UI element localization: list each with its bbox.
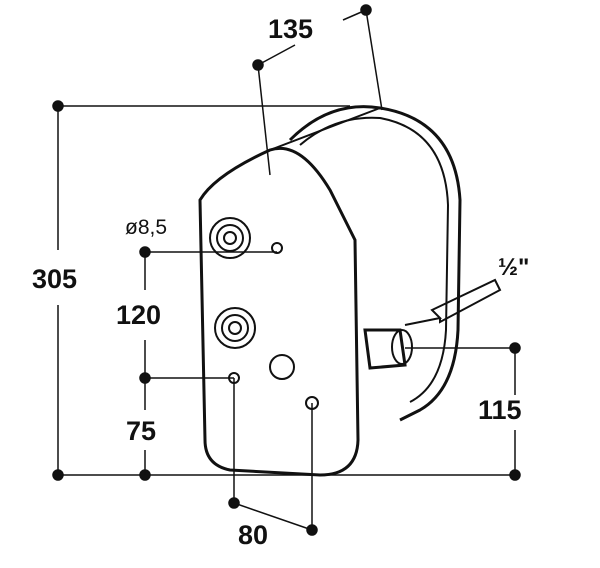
dimension-width-top: 135 [268,14,314,44]
dimension-height-total: 305 [32,264,78,294]
dimension-spacing-bottom: 80 [238,520,269,550]
arrow-icon [404,278,502,326]
dimension-connection-height: 115 [478,395,522,425]
upper-knob [209,217,251,259]
pipe-connection [363,328,407,370]
hole-upper [271,242,283,254]
dimension-spacing-lower: 75 [126,416,157,446]
lower-knob [214,307,256,349]
back-plate [288,105,462,422]
dimension-spacing-upper: 120 [116,300,162,330]
dimension-hole-diameter: ø8,5 [125,216,168,239]
hole-center [269,354,295,380]
dimension-connection-size: ½" [498,254,530,281]
